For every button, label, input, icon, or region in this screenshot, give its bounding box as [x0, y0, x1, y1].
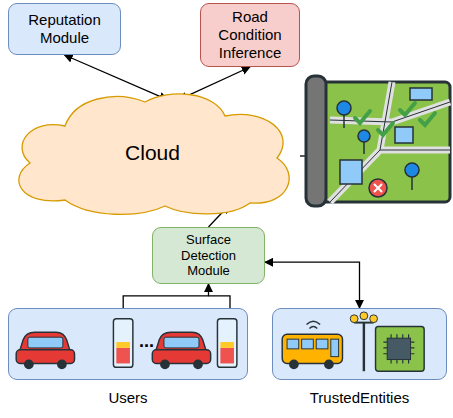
node-label: Road Condition Inference	[207, 8, 293, 62]
street-lamp-icon	[350, 312, 377, 371]
module-box: Road Condition Inference	[200, 3, 300, 67]
connector-line	[123, 284, 208, 308]
module-box: Reputation Module	[8, 3, 121, 55]
connector-line	[265, 262, 360, 308]
chip-board-icon	[376, 327, 425, 372]
module-box: Surface Detection Module	[152, 227, 265, 284]
cloud-shape: Cloud	[5, 88, 300, 218]
users-icons	[9, 309, 247, 379]
group-label: Users	[108, 389, 147, 406]
connector	[265, 262, 360, 308]
connector	[65, 55, 168, 100]
group-band: Users...	[8, 308, 248, 380]
car-icon	[152, 332, 210, 369]
group-label: TrustedEntities	[310, 389, 410, 406]
phone-icon	[113, 319, 132, 368]
node-label: Cloud	[125, 140, 180, 165]
car-icon	[16, 332, 74, 369]
phone-icon	[217, 319, 236, 368]
node-label: Reputation Module	[15, 11, 114, 47]
map-illustration	[306, 76, 450, 206]
connector-branch	[209, 296, 231, 308]
bus-icon	[282, 321, 342, 369]
label-holder: Users	[0, 389, 267, 407]
connector	[123, 284, 230, 308]
connector-line	[65, 55, 168, 100]
node-label: Surface Detection Module	[159, 232, 258, 279]
label-holder: TrustedEntities	[253, 389, 453, 407]
ellipsis-label: ...	[139, 331, 154, 353]
trusted-icons	[273, 309, 446, 379]
group-band: TrustedEntities	[272, 308, 447, 380]
